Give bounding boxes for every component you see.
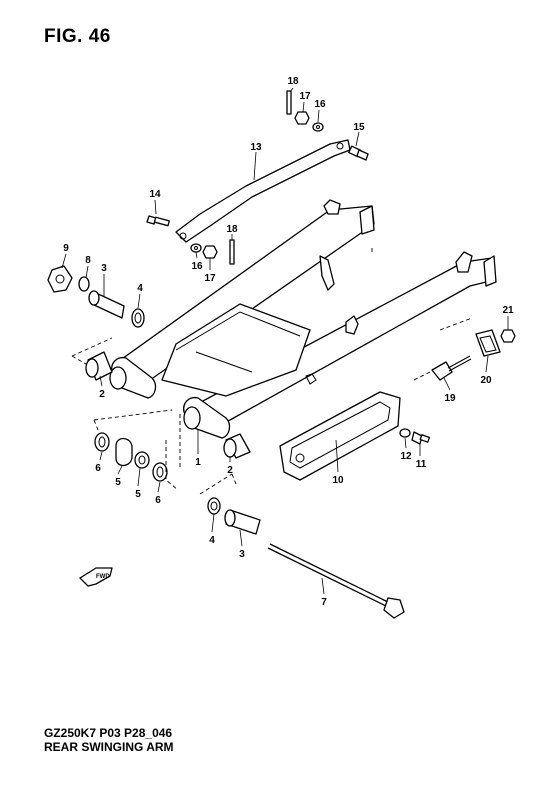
leader-lines — [61, 87, 509, 595]
callout-12: 12 — [400, 451, 412, 462]
part-17-nut-lower — [202, 245, 218, 259]
callout-18: 18 — [287, 76, 299, 87]
callout-labels: 18 17 16 15 13 14 18 16 17 9 8 3 4 2 21 … — [63, 76, 514, 608]
part-18-pin-lower — [229, 239, 235, 265]
callout-6: 6 — [155, 495, 161, 506]
part-1-swing-arm — [109, 199, 497, 439]
callout-6: 6 — [95, 463, 101, 474]
callout-20: 20 — [480, 375, 492, 386]
callout-16: 16 — [191, 261, 203, 272]
callout-4: 4 — [137, 283, 143, 294]
part-14-bolt — [146, 215, 170, 227]
callout-2: 2 — [227, 465, 233, 476]
part-21-nut — [500, 329, 516, 343]
callout-5: 5 — [135, 489, 141, 500]
callout-9: 9 — [63, 243, 69, 254]
part-6-seal-right — [152, 462, 168, 482]
part-5-spacer-right — [134, 451, 150, 469]
callout-21: 21 — [502, 305, 514, 316]
part-4-seal-upper — [131, 308, 145, 328]
part-7-pivot-shaft — [267, 543, 405, 619]
figure-title: FIG. 46 — [44, 26, 111, 47]
callout-5: 5 — [115, 477, 121, 488]
part-16-washer-lower — [190, 243, 202, 253]
callout-14: 14 — [149, 189, 161, 200]
callout-3: 3 — [101, 263, 107, 274]
part-12-washer — [399, 428, 411, 438]
part-3-bushing-lower — [224, 509, 261, 535]
part-11-bolt — [411, 431, 431, 445]
part-19-adjuster-bolt — [431, 355, 472, 381]
part-16-washer-upper — [312, 122, 324, 132]
callout-3: 3 — [239, 549, 245, 560]
part-18-pin-upper — [286, 90, 292, 115]
part-2-bearing-upper — [85, 351, 113, 381]
part-5-spacer-left — [115, 437, 133, 467]
forward-arrow-label: FWD — [96, 574, 110, 580]
callout-11: 11 — [416, 459, 427, 470]
callout-18: 18 — [226, 224, 238, 235]
callout-17: 17 — [204, 273, 216, 284]
callout-1: 1 — [195, 457, 201, 468]
part-4-seal-lower — [207, 497, 221, 515]
callout-17: 17 — [299, 91, 311, 102]
callout-4: 4 — [209, 535, 215, 546]
part-20-adjuster-block — [475, 329, 501, 357]
part-15-bolt — [348, 145, 369, 161]
callout-10: 10 — [332, 475, 344, 486]
forward-arrow-icon: FWD — [79, 567, 113, 587]
figure-name: REAR SWINGING ARM — [44, 740, 174, 754]
model-code: GZ250K7 P03 P28_046 — [44, 726, 173, 740]
callout-16: 16 — [314, 99, 326, 110]
callout-2: 2 — [99, 389, 105, 400]
callout-15: 15 — [353, 122, 365, 133]
callout-8: 8 — [85, 255, 91, 266]
part-8-washer — [78, 276, 90, 292]
callout-13: 13 — [250, 142, 262, 153]
callout-19: 19 — [444, 393, 456, 404]
callout-7: 7 — [321, 597, 327, 608]
part-3-bushing-upper — [88, 290, 125, 319]
part-9-nut — [47, 265, 73, 293]
part-17-nut-upper — [294, 111, 310, 125]
part-2-bearing-lower — [223, 433, 251, 459]
part-6-seal-left — [94, 432, 110, 452]
part-10-chain-case — [279, 373, 401, 481]
